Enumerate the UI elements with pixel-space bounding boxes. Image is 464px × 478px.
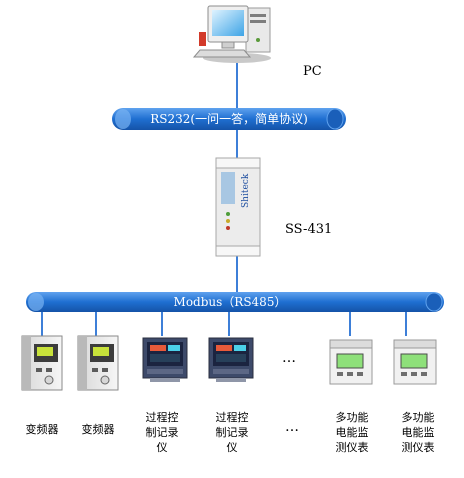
device-caption-2: 变频器 <box>81 423 115 436</box>
device-caption-7-line-2: 电能监 <box>401 426 435 439</box>
converter-label: SS-431 <box>285 222 333 237</box>
device-caption-3-line-1: 过程控 <box>145 411 179 424</box>
device-caption-6-line-2: 电能监 <box>335 426 369 439</box>
inverter-device-1 <box>21 335 63 391</box>
converter-brand-logo: Shiteck <box>241 173 251 208</box>
device-caption-5: … <box>285 419 299 435</box>
device-caption-7-line-1: 多功能 <box>401 411 435 424</box>
device-caption-6-line-3: 测仪表 <box>335 441 369 454</box>
pc-label: PC <box>303 64 322 79</box>
device-caption-4: 过程控 制记录 仪 <box>206 410 258 455</box>
device-caption-6-line-1: 多功能 <box>335 411 369 424</box>
device-caption-7: 多功能 电能监 测仪表 <box>392 410 444 455</box>
device-caption-1: 变频器 <box>25 423 59 436</box>
device-caption-3-line-3: 仪 <box>156 441 168 454</box>
device-caption-4-line-1: 过程控 <box>215 411 249 424</box>
power-meter-device-2 <box>393 339 437 385</box>
rs232-bus-label: RS232(一问一答，简单协议) <box>150 111 308 126</box>
power-meter-device-1 <box>329 339 373 385</box>
inverter-device-2 <box>77 335 119 391</box>
device-caption-3-line-2: 制记录 <box>145 426 179 439</box>
ellipsis-devices: … <box>282 350 296 366</box>
modbus-bus-label: Modbus（RS485） <box>174 295 287 309</box>
pc-computer-icon <box>192 5 271 63</box>
process-recorder-device-1 <box>142 337 188 382</box>
device-caption-7-line-3: 测仪表 <box>401 441 435 454</box>
modbus-bus: Modbus（RS485） <box>26 292 444 312</box>
ss431-converter-device: Shiteck <box>215 157 261 257</box>
process-recorder-device-2 <box>208 337 254 382</box>
device-caption-6: 多功能 电能监 测仪表 <box>326 410 378 455</box>
device-caption-3: 过程控 制记录 仪 <box>136 410 188 455</box>
rs232-bus: RS232(一问一答，简单协议) <box>112 108 346 130</box>
device-caption-4-line-2: 制记录 <box>215 426 249 439</box>
device-caption-4-line-3: 仪 <box>226 441 238 454</box>
